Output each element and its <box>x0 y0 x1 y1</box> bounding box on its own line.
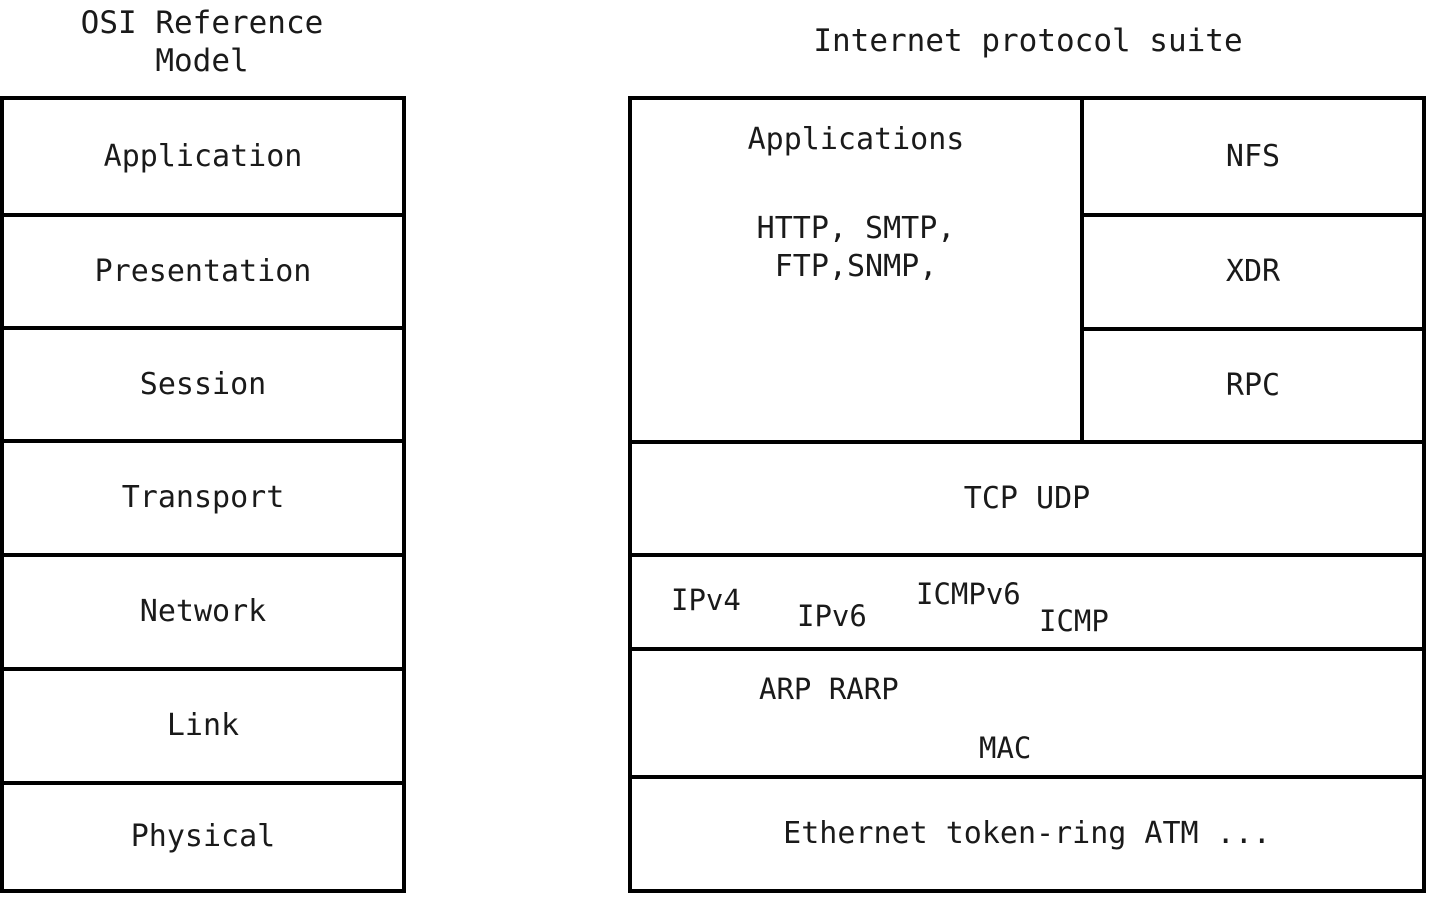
network-label-ipv4: IPv4 <box>671 583 741 617</box>
applications-heading: Applications <box>747 122 965 157</box>
network-label-icmp: ICMP <box>1039 604 1109 638</box>
link-row: ARP RARP MAC <box>632 651 1422 775</box>
osi-layer-application: Application <box>4 100 402 213</box>
osi-layer-physical: Physical <box>4 785 402 889</box>
internet-protocol-suite-stack: Applications HTTP, SMTP, FTP,SNMP, NFS X… <box>628 96 1426 893</box>
link-label-arp-rarp: ARP RARP <box>759 672 899 706</box>
transport-row: TCP UDP <box>632 444 1422 553</box>
osi-layer-label: Transport <box>121 480 285 515</box>
ips-divider-network-top <box>632 553 1422 557</box>
side-column-divider <box>1080 327 1422 331</box>
osi-layer-session: Session <box>4 330 402 439</box>
osi-model-title: OSI Reference Model <box>80 5 324 79</box>
osi-divider <box>4 439 402 443</box>
osi-layer-label: Link <box>166 708 240 743</box>
osi-divider <box>4 326 402 330</box>
osi-stack: Application Presentation Session Transpo… <box>0 96 406 893</box>
network-label-icmpv6: ICMPv6 <box>916 577 1021 611</box>
applications-cell: Applications HTTP, SMTP, FTP,SNMP, <box>632 100 1080 440</box>
osi-layer-label: Session <box>139 366 267 402</box>
osi-layer-link: Link <box>4 671 402 781</box>
osi-divider <box>4 213 402 217</box>
side-cell-label: RPC <box>1225 367 1281 403</box>
osi-divider <box>4 553 402 557</box>
side-column-divider <box>1080 213 1422 217</box>
network-row: IPv4 IPv6 ICMPv6 ICMP <box>632 557 1422 647</box>
transport-row-label: TCP UDP <box>963 480 1091 516</box>
link-label-mac: MAC <box>979 731 1032 765</box>
side-cell-nfs: NFS <box>1084 100 1422 213</box>
applications-protocol-list: HTTP, SMTP, FTP,SNMP, <box>756 211 956 284</box>
osi-layer-label: Physical <box>130 819 276 854</box>
osi-divider <box>4 781 402 785</box>
network-label-ipv6: IPv6 <box>797 599 867 633</box>
side-cell-label: NFS <box>1225 138 1281 174</box>
osi-layer-label: Presentation <box>94 253 312 289</box>
osi-layer-network: Network <box>4 557 402 667</box>
physical-row-label: Ethernet token-ring ATM ... <box>783 816 1271 851</box>
osi-layer-presentation: Presentation <box>4 217 402 326</box>
ips-divider-physical-top <box>632 775 1422 779</box>
applications-column-divider <box>1080 100 1084 440</box>
physical-row: Ethernet token-ring ATM ... <box>632 779 1422 889</box>
ips-divider-transport-top <box>632 440 1422 444</box>
internet-protocol-suite-title: Internet protocol suite <box>813 23 1243 59</box>
ips-divider-link-top <box>632 647 1422 651</box>
osi-layer-label: Network <box>139 594 267 629</box>
side-cell-rpc: RPC <box>1084 331 1422 440</box>
osi-layer-label: Application <box>103 138 303 174</box>
side-cell-xdr: XDR <box>1084 217 1422 327</box>
osi-divider <box>4 667 402 671</box>
osi-layer-transport: Transport <box>4 443 402 553</box>
side-cell-label: XDR <box>1225 254 1281 289</box>
